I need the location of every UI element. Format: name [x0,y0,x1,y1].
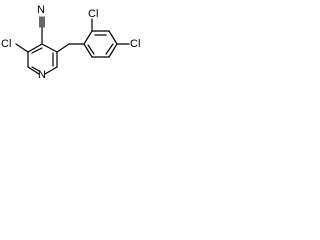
top-cl-label: Cl [88,8,98,20]
bond-c4-phenyl [56,43,70,53]
bond-n1-c6 [27,66,40,75]
left-cl-label: Cl [1,38,11,50]
bond-c2-c3 [27,43,43,53]
bond-c2-cl [15,43,29,53]
nitrile-n-label: N [37,4,45,16]
bond-p2-p3 [83,30,93,45]
bond-c5-n1 [44,66,58,75]
bond-p4-p5 [108,30,118,45]
double-bond-p5-p6 [105,43,114,55]
double-bond-c2-c3 [31,47,43,54]
molecule-diagram: N Cl N Cl Cl [1,4,140,81]
bond-p5-p6 [108,43,118,58]
bond-c3-c4 [41,43,58,53]
double-bond-p1-p2 [87,44,95,55]
ring-n-label: N [38,69,46,81]
right-cl-label: Cl [130,38,140,50]
double-bond-c6-n1 [31,66,40,72]
bond-p6-back [83,43,93,58]
